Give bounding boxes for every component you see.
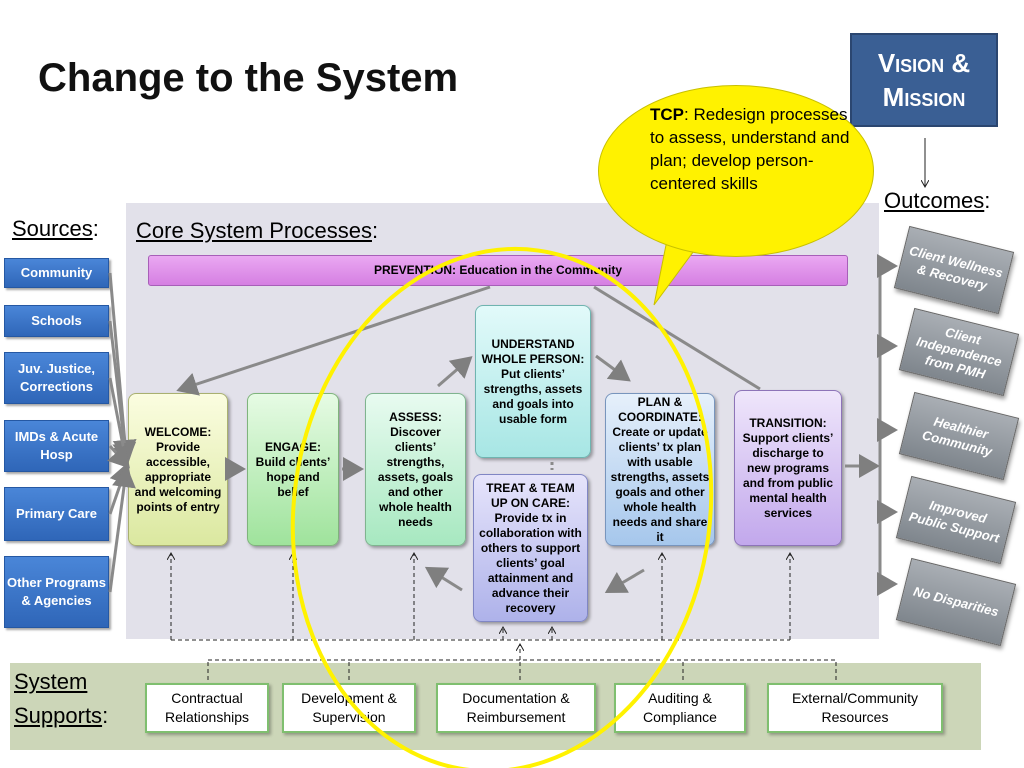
- sources-label: Sources:: [12, 216, 99, 241]
- process-understand: UNDERSTAND WHOLE PERSON: Put clients’ st…: [475, 305, 591, 458]
- vision-mission-box: Vision & Mission: [850, 33, 998, 127]
- core-processes-label: Core System Processes:: [136, 218, 379, 243]
- tcp-callout-bubble: [598, 85, 874, 257]
- vision-line-1: Vision &: [877, 48, 971, 78]
- tcp-description: : Redesign processes to assess, understa…: [650, 105, 850, 193]
- process-plan: PLAN & COORDINATE: Create or update clie…: [605, 393, 715, 546]
- process-treat: TREAT & TEAM UP ON CARE: Provide tx in c…: [473, 474, 588, 622]
- support-auditing: Auditing & Compliance: [614, 683, 746, 733]
- tcp-label: TCP: [650, 105, 684, 124]
- source-juvenile-justice: Juv. Justice, Corrections: [4, 352, 109, 404]
- process-transition: TRANSITION: Support clients’ discharge t…: [734, 390, 842, 546]
- source-imds-acute-hosp: IMDs & Acute Hosp: [4, 420, 109, 472]
- page-title: Change to the System: [38, 56, 459, 100]
- system-supports-label: System Supports:: [14, 669, 109, 728]
- source-other-programs: Other Programs & Agencies: [4, 556, 109, 628]
- vision-line-2: Mission: [882, 82, 966, 112]
- process-welcome: WELCOME: Provide accessible, appropriate…: [128, 393, 228, 546]
- highlight-ellipse: [290, 246, 714, 768]
- support-development: Development & Supervision: [282, 683, 416, 733]
- outcomes-label: Outcomes:: [884, 188, 991, 213]
- prevention-arrows: [176, 285, 761, 396]
- support-external: External/Community Resources: [767, 683, 943, 733]
- support-dashed-connectors: [171, 554, 837, 680]
- outcome-bracket: [845, 254, 898, 596]
- prevention-bar: PREVENTION: Education in the Community: [148, 255, 848, 286]
- process-assess: ASSESS: Discover clients’ strengths, ass…: [365, 393, 466, 546]
- process-engage: ENGAGE: Build clients’ hope and belief: [247, 393, 339, 546]
- source-primary-care: Primary Care: [4, 487, 109, 541]
- process-flow-arrows: [225, 354, 645, 594]
- source-community: Community: [4, 258, 109, 288]
- source-schools: Schools: [4, 305, 109, 337]
- support-documentation: Documentation & Reimbursement: [436, 683, 596, 733]
- tcp-callout-text: TCP: Redesign processes to assess, under…: [650, 103, 854, 195]
- source-arrows: [107, 272, 137, 593]
- support-contractual: Contractual Relationships: [145, 683, 269, 733]
